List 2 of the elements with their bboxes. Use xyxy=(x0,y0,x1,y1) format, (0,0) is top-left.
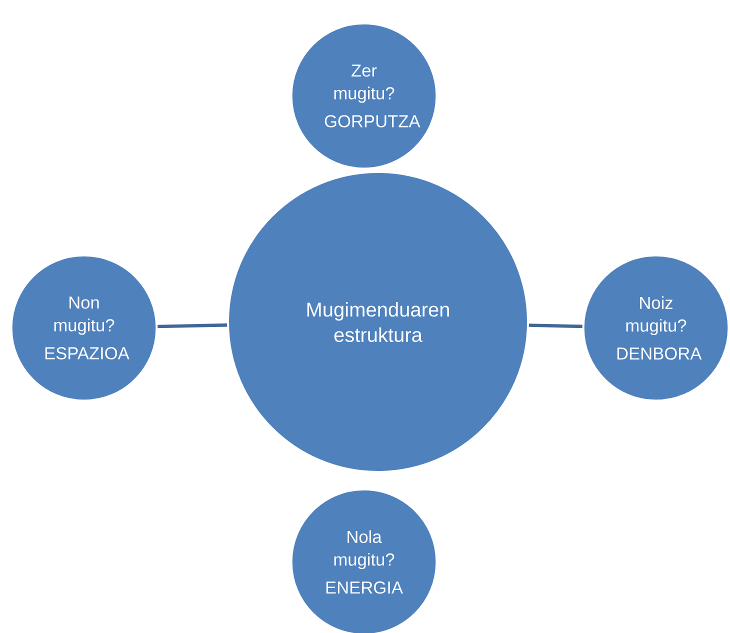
connector-line xyxy=(528,324,582,328)
connector-line xyxy=(158,323,228,328)
